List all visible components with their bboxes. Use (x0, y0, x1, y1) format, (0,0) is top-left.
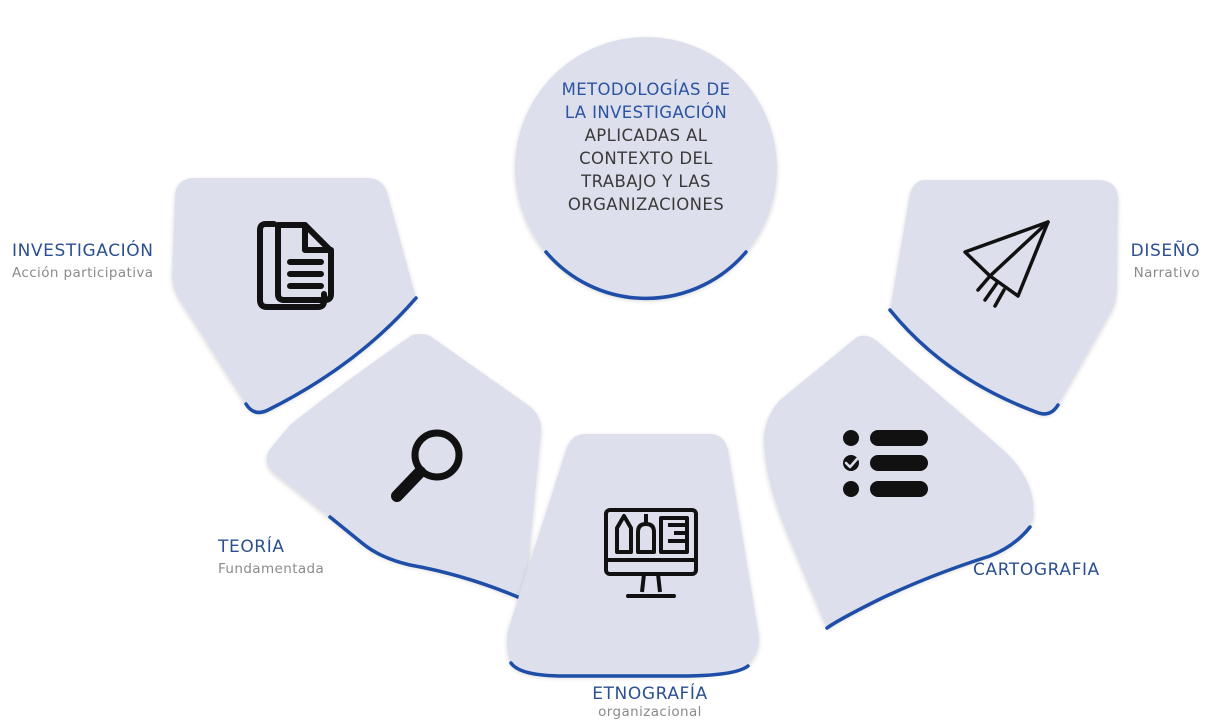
card-investigacion (172, 178, 418, 415)
label-cartografia: CARTOGRAFIA (973, 560, 1100, 580)
label-diseno: DISEÑO Narrativo (1100, 241, 1200, 281)
center-title-line: TRABAJO Y LAS (581, 172, 711, 191)
center-title: METODOLOGÍAS DE LA INVESTIGACIÓN APLICAD… (515, 78, 777, 216)
card-etnografia (507, 434, 759, 678)
label-subtitle: Fundamentada (218, 561, 325, 577)
magnifier-icon (391, 429, 463, 502)
center-title-line: ORGANIZACIONES (567, 195, 725, 214)
center-title-line: CONTEXTO DEL (579, 149, 713, 168)
card-teoria (266, 334, 542, 602)
card-diseno (888, 180, 1118, 416)
checklist-icon (843, 430, 928, 497)
center-title-line: APLICADAS AL (584, 126, 708, 145)
label-title: INVESTIGACIÓN (12, 241, 154, 261)
documents-icon (257, 221, 334, 310)
label-title: ETNOGRAFÍA (592, 684, 708, 704)
label-etnografia: ETNOGRAFÍA organizacional (560, 684, 740, 720)
label-subtitle: Acción participativa (12, 265, 154, 281)
center-title-line: METODOLOGÍAS DE (561, 80, 731, 99)
label-subtitle: organizacional (598, 704, 702, 720)
center-circle (515, 37, 777, 301)
label-title: TEORÍA (218, 537, 285, 557)
paper-plane-icon (963, 220, 1050, 308)
center-title-line: LA INVESTIGACIÓN (564, 103, 728, 122)
label-teoria: TEORÍA Fundamentada (218, 537, 324, 577)
label-investigacion: INVESTIGACIÓN Acción participativa (12, 241, 154, 281)
label-subtitle: Narrativo (1133, 265, 1200, 281)
design-monitor-icon (604, 508, 698, 598)
label-title: CARTOGRAFIA (973, 560, 1100, 580)
label-title: DISEÑO (1130, 241, 1200, 261)
